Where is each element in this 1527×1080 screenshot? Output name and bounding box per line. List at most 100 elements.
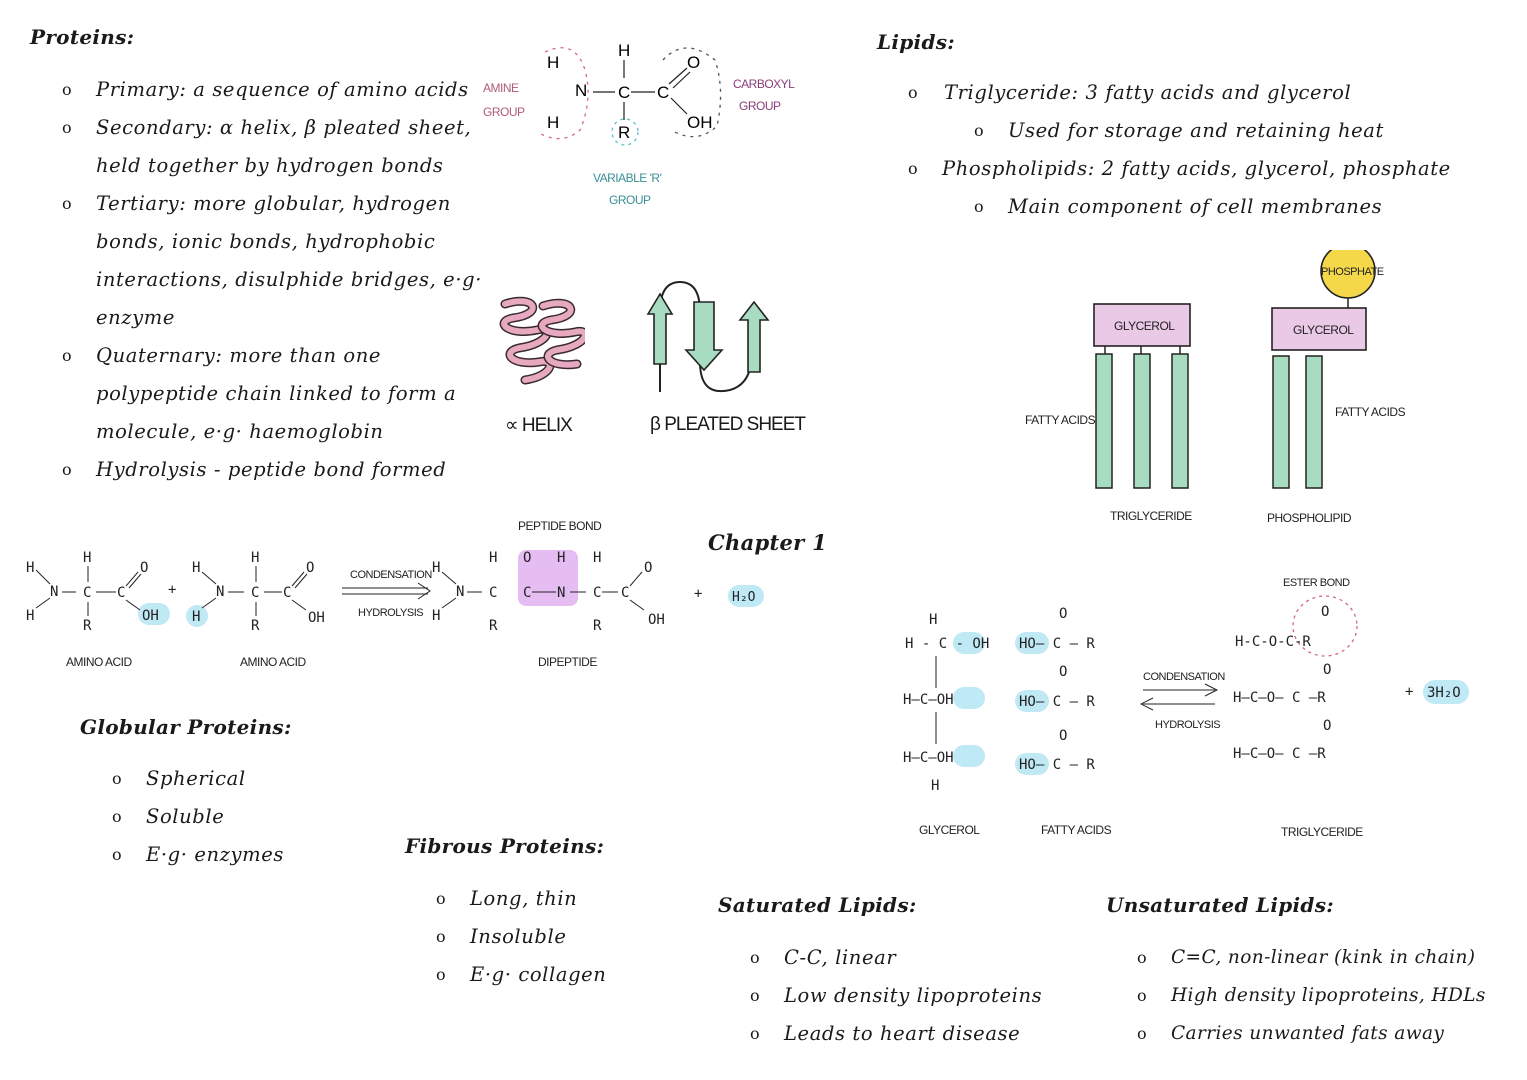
glycerol-h-top: H [929, 612, 937, 628]
tri-o-3: O [1323, 718, 1331, 734]
bullet-icon: o [908, 83, 919, 102]
list-item: o Soluble [112, 798, 284, 836]
list-item-text: Phospholipids: 2 fatty acids, glycerol, … [942, 157, 1451, 180]
svg-text:H: H [26, 560, 34, 576]
bullet-icon: o [62, 460, 73, 479]
list-item-text: Spherical [146, 767, 246, 790]
list-item-text: C-C, linear [784, 946, 897, 969]
atom-h-top-left: H [547, 53, 559, 72]
svg-text:R: R [83, 618, 92, 634]
fa-o-1: O [1059, 606, 1067, 622]
svg-text:C: C [489, 585, 497, 601]
list-item-text: Low density lipoproteins [784, 984, 1043, 1007]
plus-sign: + [694, 586, 702, 602]
bullet-icon: o [750, 986, 761, 1005]
list-item-text: Quaternary: more than one [96, 344, 382, 367]
triglyceride-label: TRIGLYCERIDE [1110, 509, 1192, 523]
fatty-acids-label: FATTY ACIDS [1041, 823, 1112, 837]
list-item-text: Primary: a sequence of amino acids [96, 78, 469, 101]
list-item: enzyme [62, 299, 482, 337]
svg-text:OH: OH [648, 612, 665, 628]
svg-text:C: C [251, 585, 259, 601]
lipid-structures-diagram: GLYCEROL FATTY ACIDS TRIGLYCERIDE PHOSPH… [1025, 250, 1406, 525]
list-item: o Phospholipids: 2 fatty acids, glycerol,… [908, 150, 1451, 188]
svg-text:O: O [306, 560, 314, 576]
list-item-text: Tertiary: more globular, hydrogen [96, 192, 451, 215]
condensation-label: CONDENSATION [350, 569, 432, 581]
list-item-text: Secondary: α helix, β pleated sheet, [96, 116, 472, 139]
svg-text:H: H [432, 560, 440, 576]
svg-text:C: C [621, 585, 629, 601]
svg-text:C: C [523, 585, 531, 601]
glycerol-row-2: H—C—OH [903, 692, 954, 708]
glycerol-row-1: H - C - OH [905, 636, 989, 652]
phospholipid-glycerol-box [1271, 307, 1367, 351]
svg-text:C: C [117, 585, 125, 601]
atom-n: N [575, 81, 587, 100]
ester-water-label: 3H₂O [1427, 685, 1461, 701]
list-item-text: Main component of cell membranes [1008, 195, 1383, 218]
bullet-icon: o [908, 159, 919, 178]
tri-o-2: O [1323, 662, 1331, 678]
phospholipid-fatty-acids-label: FATTY ACIDS [1335, 405, 1406, 419]
phospholipid-label: PHOSPHOLIPID [1267, 511, 1352, 525]
lipids-heading: Lipids: [877, 30, 955, 54]
svg-text:H: H [192, 609, 200, 625]
bullet-icon: o [750, 948, 761, 967]
bullet-icon: o [112, 807, 123, 826]
alpha-helix-label: ∝ HELIX [505, 415, 573, 436]
list-item-text: Triglyceride: 3 fatty acids and glycerol [944, 81, 1352, 104]
bullet-icon: o [750, 1024, 761, 1043]
amine-group-label-1: AMINE [483, 81, 519, 95]
triglyceride-row-1: H-C-O-C-R [1235, 634, 1311, 650]
list-item: o Leads to heart disease [750, 1015, 1042, 1053]
glycerol-label: GLYCEROL [919, 823, 980, 837]
svg-text:OH: OH [308, 610, 325, 626]
list-item: o Triglyceride: 3 fatty acids and glycero… [908, 74, 1451, 112]
list-item: o C-C, linear [750, 939, 1042, 977]
list-item: polypeptide chain linked to form a [62, 375, 482, 413]
list-item-text: Soluble [146, 805, 225, 828]
list-item-text: Insoluble [470, 925, 567, 948]
svg-text:H: H [432, 608, 440, 624]
variable-group-label-2: GROUP [609, 193, 651, 207]
triglyceride-glycerol-box [1093, 303, 1191, 347]
atom-c-carboxyl: C [657, 83, 669, 102]
triglyceride-row-2: H—C—O— C —R [1233, 690, 1326, 706]
list-item: bonds, ionic bonds, hydrophobic [62, 223, 482, 261]
list-item-text: Leads to heart disease [784, 1022, 1021, 1045]
glycerol-row-3: H—C—OH [903, 750, 954, 766]
bullet-icon: o [112, 845, 123, 864]
svg-text:O: O [523, 550, 531, 566]
amino-acid-label-2: AMINO ACID [240, 655, 307, 669]
svg-text:H: H [26, 608, 34, 624]
svg-text:C: C [83, 585, 91, 601]
svg-text:N: N [456, 584, 464, 600]
fatty-acid-row-3: HO— C — R [1019, 757, 1095, 773]
atom-r: R [618, 123, 630, 142]
dipeptide-label: DIPEPTIDE [538, 655, 597, 669]
list-item: interactions, disulphide bridges, e·g· [62, 261, 482, 299]
list-item-text: Used for storage and retaining heat [1008, 119, 1384, 142]
svg-text:H: H [489, 550, 497, 566]
svg-text:OH: OH [142, 608, 159, 624]
water-label: H₂O [732, 590, 756, 605]
amino-acid-label-1: AMINO ACID [66, 655, 133, 669]
bullet-icon: o [62, 194, 73, 213]
triglyceride-glycerol-label: GLYCEROL [1114, 319, 1175, 333]
list-item-text: bonds, ionic bonds, hydrophobic [96, 230, 436, 253]
carboxyl-group-label-2: GROUP [739, 99, 781, 113]
bullet-icon: o [1137, 948, 1148, 967]
bullet-icon: o [436, 889, 447, 908]
variable-group-label-1: VARIABLE 'R' [593, 171, 662, 185]
lipids-list: o Triglyceride: 3 fatty acids and glycero… [908, 74, 1451, 226]
